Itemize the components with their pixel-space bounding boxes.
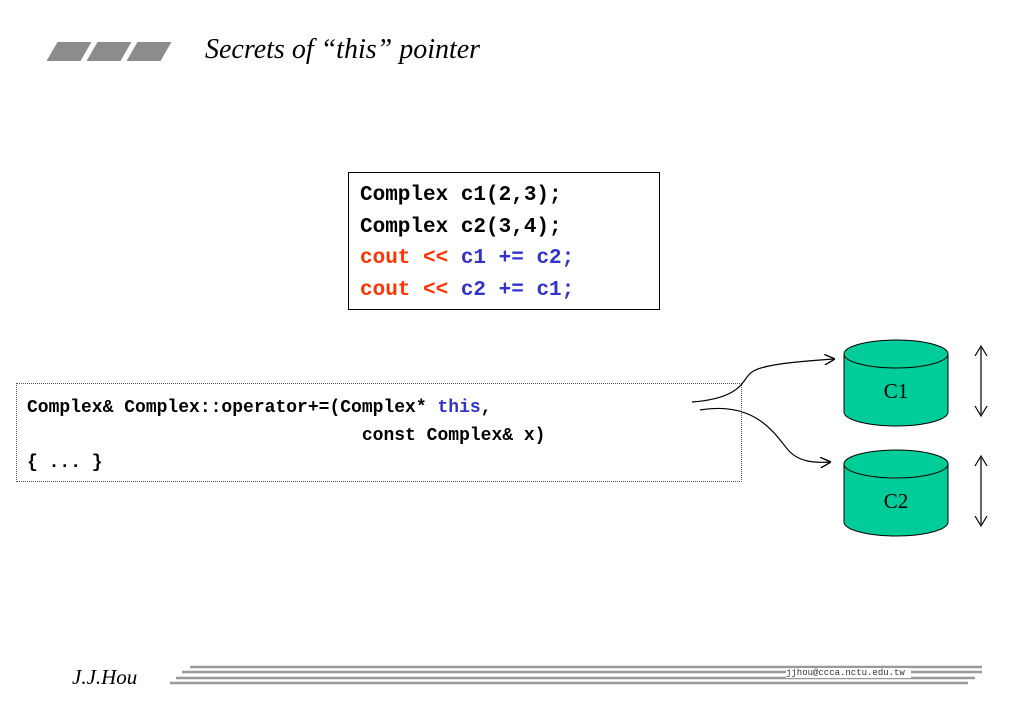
code-line-2: Complex c2(3,4); bbox=[360, 212, 659, 244]
code-token: Complex c1(2,3); bbox=[360, 184, 562, 207]
signature-prefix: Complex& Complex::operator+=(Complex* bbox=[27, 398, 438, 418]
code-token: c2 += c1; bbox=[460, 278, 575, 302]
code-token: c1 += c2; bbox=[460, 247, 575, 270]
signature-comma: , bbox=[480, 398, 492, 418]
code-lines: Complex c1(2,3); Complex c2(3,4); cout << … bbox=[360, 180, 659, 306]
function-line-1: Complex& Complex::operator+=(Complex* th… bbox=[27, 395, 741, 423]
code-line-1: Complex c1(2,3); bbox=[360, 180, 659, 212]
arrow-to-c2 bbox=[699, 407, 830, 462]
size-arrow-c2 bbox=[974, 454, 988, 528]
code-token: cout << bbox=[360, 247, 461, 270]
arrow-to-c1 bbox=[691, 359, 834, 403]
code-token: Complex c2(3,4); bbox=[360, 215, 562, 239]
size-arrow-c1 bbox=[974, 344, 988, 418]
footer-author: J.J.Hou bbox=[72, 665, 138, 689]
function-line-3: { ... } bbox=[27, 453, 103, 473]
code-line-4: cout << c2 += c1; bbox=[360, 275, 659, 307]
code-token: cout << bbox=[360, 278, 461, 302]
code-box: Complex c1(2,3); Complex c2(3,4); cout << … bbox=[348, 172, 660, 310]
cylinder-c1 bbox=[843, 339, 949, 427]
function-box: Complex& Complex::operator+=(Complex* th… bbox=[16, 383, 742, 482]
footer-email: jjhou@ccca.nctu.edu.tw bbox=[786, 668, 911, 678]
cylinder-c2 bbox=[843, 449, 949, 537]
code-line-3: cout << c1 += c2; bbox=[360, 243, 659, 275]
label-c1: C1 bbox=[884, 379, 909, 403]
slide-title: Secrets of “this” pointer bbox=[205, 34, 481, 65]
function-line-2: const Complex& x) bbox=[27, 425, 546, 446]
this-keyword: this bbox=[437, 398, 481, 418]
label-c2: C2 bbox=[884, 489, 909, 513]
